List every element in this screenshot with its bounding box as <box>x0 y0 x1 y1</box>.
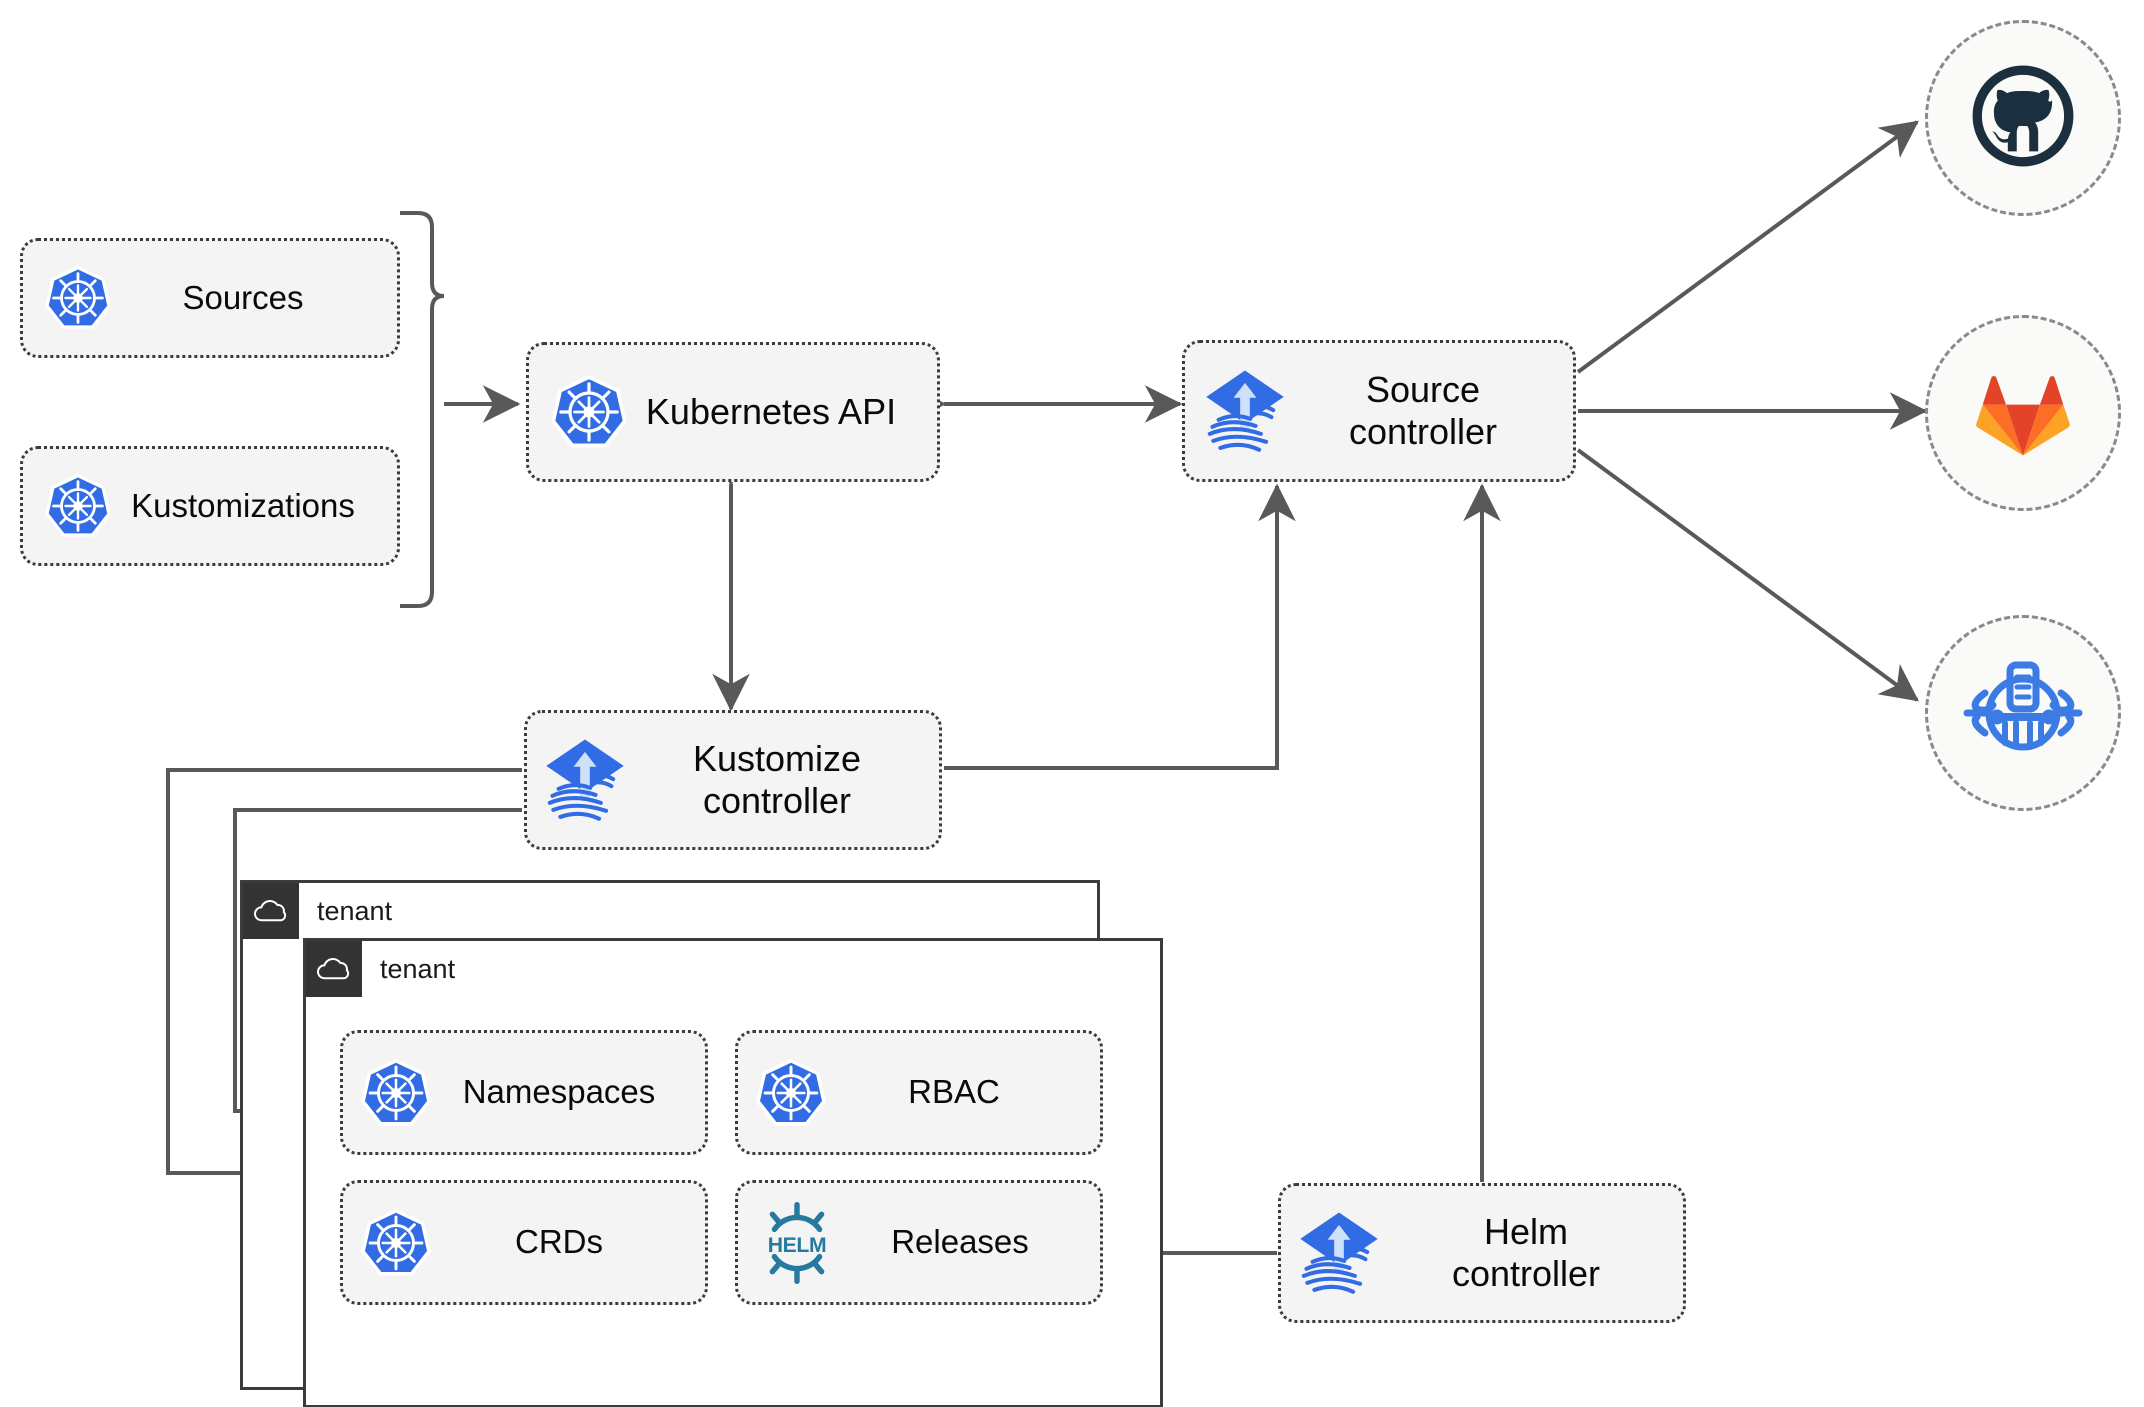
flux-icon <box>1295 1209 1383 1297</box>
node-sources-label: Sources <box>182 278 304 316</box>
node-helm-controller[interactable]: Helm controller <box>1278 1183 1686 1323</box>
tenant-outer-header: tenant <box>243 883 392 939</box>
kubernetes-icon <box>551 374 627 450</box>
github-icon <box>1971 64 2075 173</box>
cloud-icon <box>306 941 362 997</box>
helm-icon <box>756 1202 838 1284</box>
helm-registry-icon <box>1963 651 2083 776</box>
edge-sourcectl-registry <box>1576 448 1919 702</box>
provider-github[interactable] <box>1925 20 2121 216</box>
node-kubernetes-api[interactable]: Kubernetes API <box>526 342 940 482</box>
kubernetes-icon <box>756 1058 826 1128</box>
node-crds-label: CRDs <box>515 1223 603 1261</box>
node-namespaces[interactable]: Namespaces <box>340 1030 708 1155</box>
node-kustomize-controller-label: Kustomize controller <box>692 737 862 821</box>
node-crds[interactable]: CRDs <box>340 1180 708 1305</box>
node-rbac[interactable]: RBAC <box>735 1030 1103 1155</box>
gitlab-icon <box>1970 358 2076 469</box>
node-releases-label: Releases <box>891 1223 1029 1261</box>
tenant-outer-label: tenant <box>317 895 393 926</box>
provider-gitlab[interactable] <box>1925 315 2121 511</box>
edge-brace <box>400 211 445 608</box>
flux-icon <box>1201 367 1289 455</box>
node-kustomizations[interactable]: Kustomizations <box>20 446 400 566</box>
node-kustomize-controller[interactable]: Kustomize controller <box>524 710 942 850</box>
edge-sourcectl-github <box>1576 120 1919 374</box>
node-kubernetes-api-label: Kubernetes API <box>645 390 897 432</box>
flux-icon <box>541 736 629 824</box>
tenant-inner-label: tenant <box>380 953 456 984</box>
provider-registry[interactable] <box>1925 615 2121 811</box>
node-kustomizations-label: Kustomizations <box>131 486 355 524</box>
node-source-controller[interactable]: Source controller <box>1182 340 1576 482</box>
edge-kustomizectl-sourcectl <box>944 483 1296 770</box>
node-sources[interactable]: Sources <box>20 238 400 358</box>
kubernetes-icon <box>361 1208 431 1278</box>
node-releases[interactable]: Releases <box>735 1180 1103 1305</box>
tenant-inner[interactable]: tenant <box>303 938 1163 1407</box>
node-namespaces-label: Namespaces <box>462 1073 656 1111</box>
tenant-inner-header: tenant <box>306 941 455 997</box>
node-source-controller-label: Source controller <box>1348 368 1498 452</box>
node-rbac-label: RBAC <box>908 1073 1000 1111</box>
kubernetes-icon <box>45 265 111 331</box>
kubernetes-icon <box>361 1058 431 1128</box>
kubernetes-icon <box>45 473 111 539</box>
cloud-icon <box>243 883 299 939</box>
node-helm-controller-label: Helm controller <box>1451 1210 1601 1294</box>
